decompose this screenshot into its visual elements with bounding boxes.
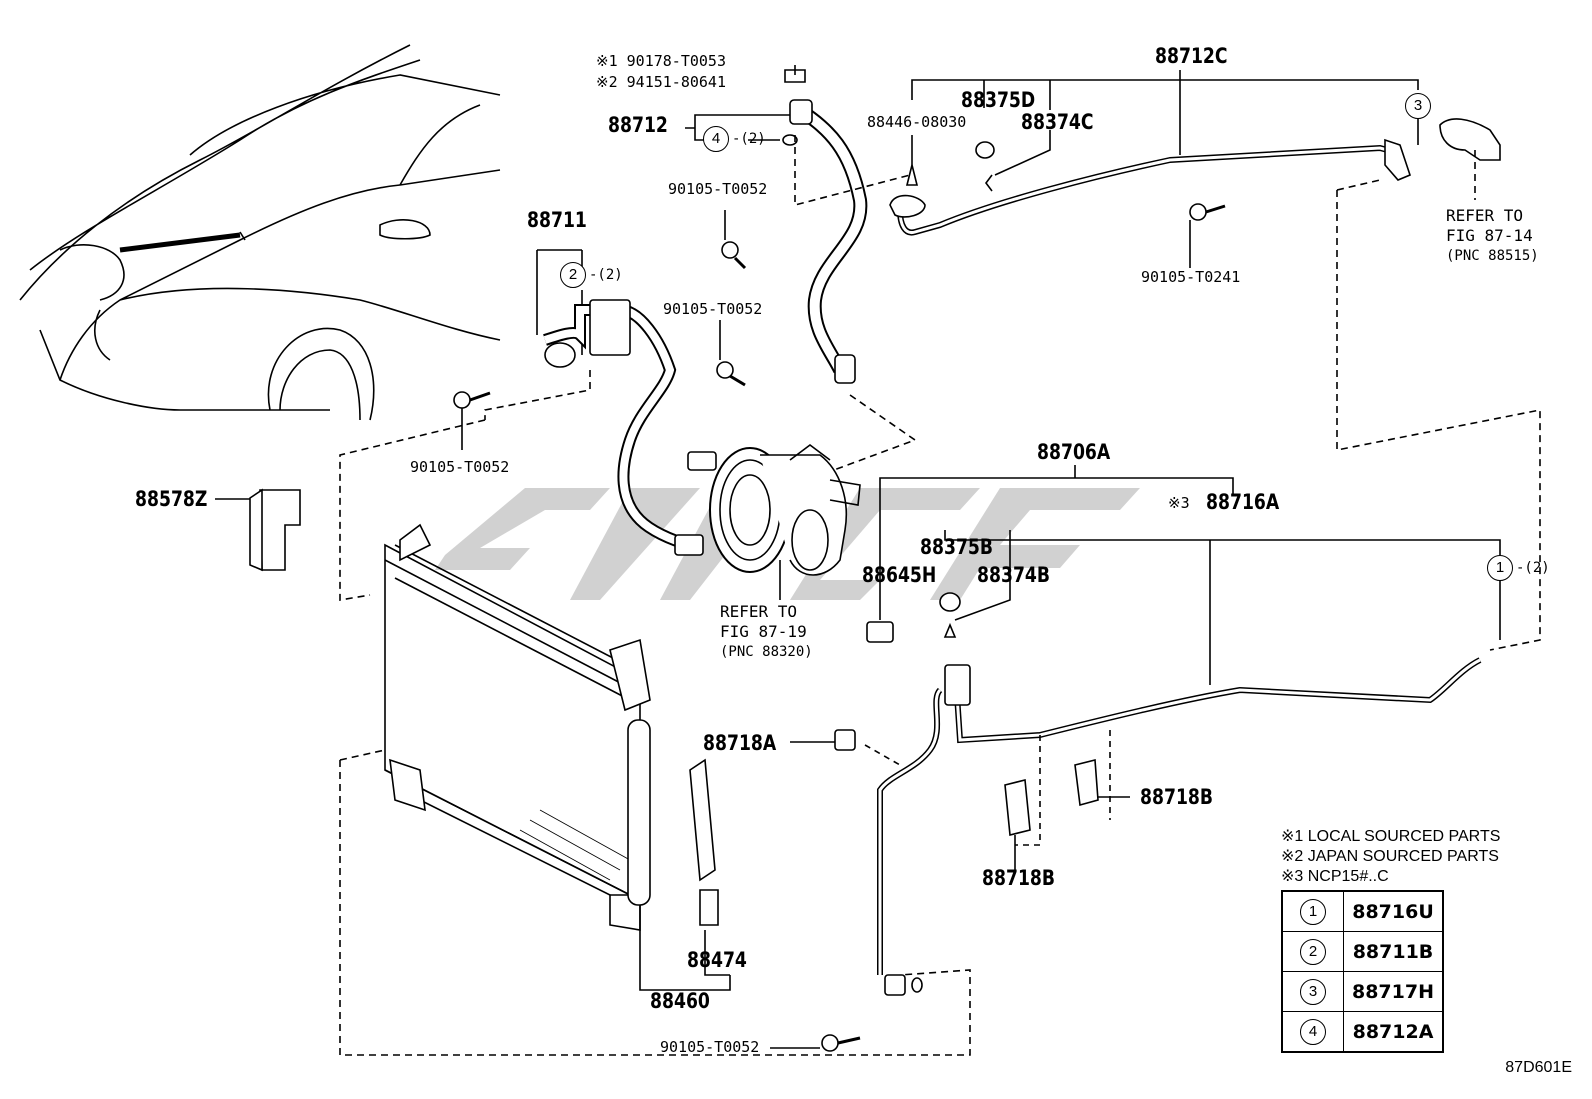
note-local-sourced: ※1 LOCAL SOURCED PARTS — [1281, 828, 1501, 845]
part-label-bolt-a[interactable]: 90105-T0052 — [668, 180, 768, 198]
part-label-88716a[interactable]: 88716A — [1206, 490, 1280, 514]
part-label-88446-08030[interactable]: 88446-08030 — [867, 113, 967, 131]
part-label-88374b[interactable]: 88374B — [977, 563, 1051, 587]
note3-marker: ※3 — [1168, 494, 1190, 512]
legend-row[interactable]: 2 88711B — [1281, 931, 1444, 972]
part-label-88474[interactable]: 88474 — [687, 948, 747, 972]
refer-line-3: (PNC 88515) — [1446, 248, 1539, 264]
legend-row[interactable]: 3 88717H — [1281, 971, 1444, 1012]
condenser — [384, 523, 651, 931]
refer-fig-87-14[interactable]: REFER TO FIG 87-14 (PNC 88515) — [1446, 206, 1539, 266]
legend-part[interactable]: 88716U — [1343, 890, 1444, 932]
refer-line-3: (PNC 88320) — [720, 644, 813, 660]
legend-key: 1 — [1300, 898, 1326, 925]
circle-ref-2: 2 — [560, 262, 586, 288]
part-label-bolt-e[interactable]: 90105-T0241 — [1141, 268, 1241, 286]
part-label-88718a[interactable]: 88718A — [703, 731, 777, 755]
part-label-88718b-right[interactable]: 88718B — [1140, 785, 1214, 809]
part-label-bolt-d[interactable]: 90105-T0052 — [660, 1038, 760, 1056]
compressor — [674, 444, 861, 576]
legend-part[interactable]: 88711B — [1343, 931, 1444, 972]
circle-ref-3: 3 — [1405, 93, 1431, 119]
qty-mark-1: -(2) — [1516, 560, 1550, 576]
circle-ref-4: 4 — [703, 126, 729, 152]
part-label-nut-local[interactable]: ※1 90178-T0053 — [596, 52, 726, 70]
refer-line-1: REFER TO — [1446, 206, 1524, 225]
legend-key: 3 — [1300, 978, 1326, 1005]
part-88578z — [259, 489, 301, 571]
legend-part[interactable]: 88712A — [1343, 1011, 1444, 1053]
part-label-bolt-c[interactable]: 90105-T0052 — [410, 458, 510, 476]
refer-line-1: REFER TO — [720, 602, 798, 621]
refer-fig-87-19[interactable]: REFER TO FIG 87-19 (PNC 88320) — [720, 602, 813, 662]
receiver-tank — [627, 719, 651, 906]
part-label-88375d[interactable]: 88375D — [961, 88, 1036, 112]
notes-block: ※1 LOCAL SOURCED PARTS ※2 JAPAN SOURCED … — [1281, 827, 1500, 887]
part-label-88718b-bottom[interactable]: 88718B — [982, 866, 1056, 890]
pipe-88706a — [877, 687, 943, 975]
part-label-88712[interactable]: 88712 — [608, 113, 668, 137]
note-japan-sourced: ※2 JAPAN SOURCED PARTS — [1281, 848, 1499, 865]
part-label-88711[interactable]: 88711 — [527, 208, 587, 232]
part-label-nut-japan[interactable]: ※2 94151-80641 — [596, 73, 726, 91]
legend-key: 4 — [1300, 1018, 1326, 1045]
legend-row[interactable]: 1 88716U — [1281, 890, 1444, 932]
car-outline — [19, 44, 501, 421]
refer-line-2: FIG 87-19 — [720, 622, 807, 641]
part-label-88645h[interactable]: 88645H — [862, 563, 937, 587]
part-label-88712c[interactable]: 88712C — [1155, 44, 1228, 68]
part-label-88460[interactable]: 88460 — [650, 989, 710, 1013]
bolts — [453, 203, 1226, 1052]
qty-mark-4: -(2) — [732, 131, 766, 147]
part-label-88375b[interactable]: 88375B — [920, 535, 994, 559]
line-art — [19, 44, 1541, 1056]
part-label-bolt-b[interactable]: 90105-T0052 — [663, 300, 763, 318]
legend-key: 2 — [1300, 938, 1326, 965]
circle-ref-1: 1 — [1487, 555, 1513, 581]
diagram-id: 87D601E — [1505, 1059, 1572, 1076]
note-ncp15: ※3 NCP15#..C — [1281, 868, 1389, 885]
pipe-88716a — [952, 657, 1482, 744]
legend-table: 1 88716U 2 88711B 3 88717H 4 88712A — [1281, 890, 1444, 1053]
part-label-88706a[interactable]: 88706A — [1037, 440, 1111, 464]
part-label-88374c[interactable]: 88374C — [1021, 110, 1094, 134]
qty-mark-2: -(2) — [589, 267, 623, 283]
legend-part[interactable]: 88717H — [1343, 971, 1444, 1012]
legend-row[interactable]: 4 88712A — [1281, 1011, 1444, 1053]
refer-line-2: FIG 87-14 — [1446, 226, 1533, 245]
part-label-88578z[interactable]: 88578Z — [135, 487, 208, 511]
pipe-88712c — [897, 144, 1396, 236]
